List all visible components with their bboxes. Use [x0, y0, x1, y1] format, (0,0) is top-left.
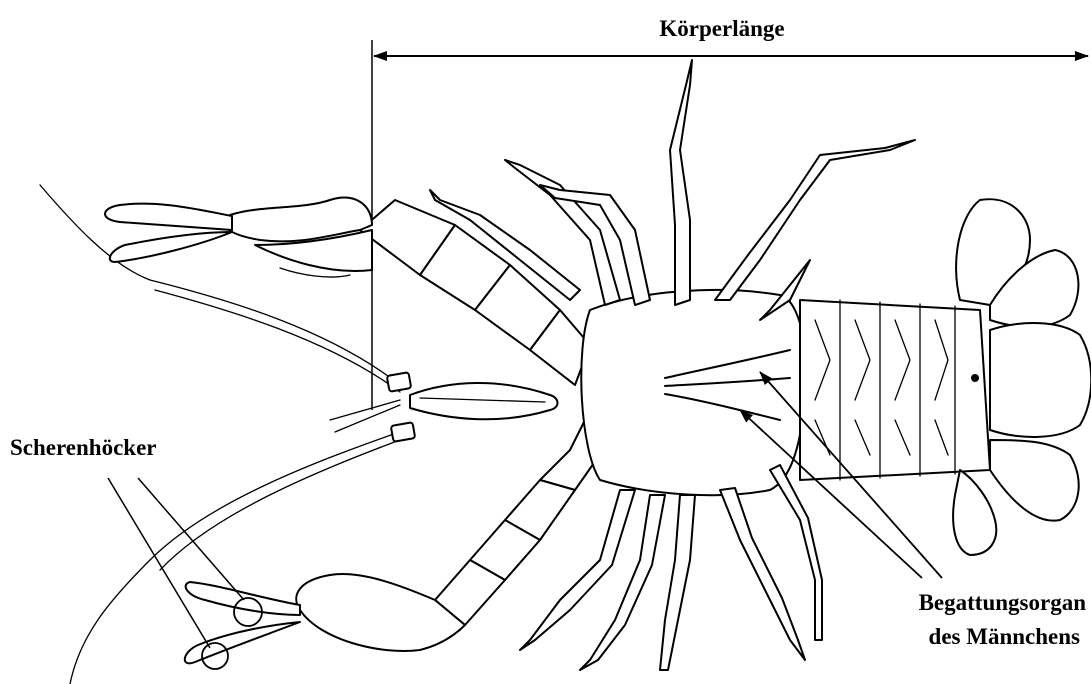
antenna-base-upper — [387, 372, 411, 392]
body-length-label: Körperlänge — [659, 16, 784, 41]
antenna-base-lower — [391, 422, 415, 442]
claw-tubercles-annotation: Scherenhöcker — [10, 435, 262, 669]
claw-tubercle-pointer-1 — [108, 478, 210, 648]
copulatory-organ-label-line2: des Männchens — [929, 624, 1080, 649]
abdomen — [800, 300, 990, 480]
cephalothorax — [581, 290, 806, 495]
claw-tubercles-label: Scherenhöcker — [10, 435, 157, 460]
head — [410, 383, 558, 419]
copulatory-organ-label-line1: Begattungsorgan — [919, 590, 1087, 615]
upper-claw — [105, 198, 590, 385]
